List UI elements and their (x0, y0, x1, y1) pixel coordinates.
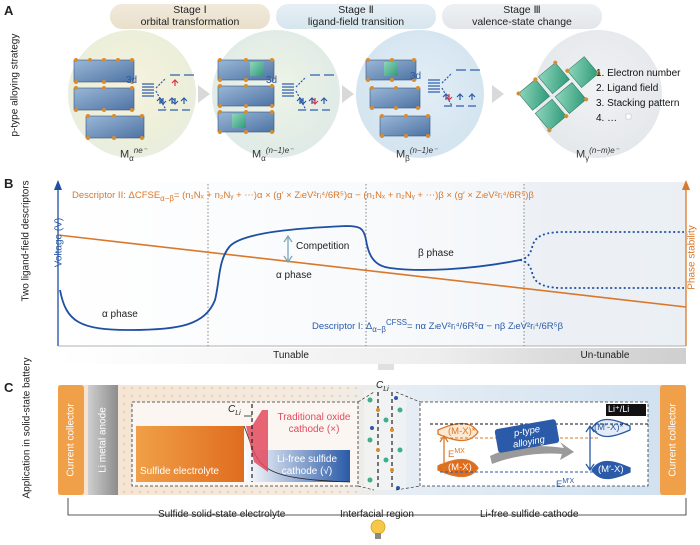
li-anode (88, 385, 118, 495)
mpx-peak (591, 460, 631, 480)
voltage-curve (59, 225, 521, 331)
current-collector-left: Current collector (58, 385, 84, 495)
emx-arrow-icon (439, 434, 449, 472)
li-anode-label: Li metal anode (97, 407, 109, 473)
li-free-inner-label: Li-free sulfide cathode (√) (276, 454, 338, 477)
factor-item: 1. Electron number (596, 68, 681, 79)
cli-top-label: CLi (376, 380, 389, 393)
orbital-3-icon (428, 69, 480, 107)
stability-axis-arrow-icon (682, 180, 690, 190)
arrow-right-icon (198, 85, 210, 103)
traditional-oxide-label: Traditional oxide cathode (×) (277, 412, 351, 435)
voltage-branch-dotted (519, 259, 684, 289)
orbital-1-label: 3d (126, 75, 138, 86)
state-1-label: Mαne⁻ (120, 146, 147, 163)
crystal-2-icon (217, 58, 275, 134)
stage-2-subtitle: ligand-field transition (307, 15, 405, 28)
voltage-axis-arrow-icon (54, 180, 62, 190)
panel-b-chart (54, 180, 690, 370)
descriptor-2-formula: Descriptor II: ΔCFSEα−β= (n₁Nₓ + n₂Nᵧ + … (72, 190, 534, 203)
stage-1-pill: Stage Ⅰ orbital transformation (110, 4, 270, 29)
alloying-arrow-icon (490, 442, 574, 464)
state-2-label: Mα(n−1)e⁻ (252, 146, 294, 163)
mpx-label: (M′-X) (598, 464, 624, 475)
mx-label: (M-X) (448, 462, 472, 473)
alpha-phase-label-1: α phase (102, 309, 138, 320)
emx2-label: EM′X (556, 478, 575, 491)
alpha-phase-label-2: α phase (276, 270, 312, 281)
beta-phase-label: β phase (418, 248, 454, 259)
tunable-band: Tunable (273, 350, 309, 361)
li-ref-label: Li⁺/Li (608, 404, 630, 414)
stage-1-title: Stage Ⅰ (173, 4, 207, 16)
spin-arrows-3-icon (442, 93, 476, 101)
arrow-right-icon (492, 85, 504, 103)
panel-b-letter: B (4, 176, 14, 191)
oxide-band (246, 410, 268, 472)
mx-star-label: (M-X)* (448, 426, 476, 437)
panel-a-crystals (73, 56, 632, 140)
bottom-label-cathode: Li-free sulfide cathode (480, 509, 579, 520)
descriptor-1-formula: Descriptor I: Δα−βCFSS= nα ZₗeV²rᵢ⁴/6R⁵α… (312, 318, 564, 335)
phase-stability-line (57, 234, 687, 308)
arrow-right-icon (342, 85, 354, 103)
li-ref-box (606, 404, 646, 416)
emx2-arrow-icon (585, 424, 595, 472)
state-4-circle (534, 30, 662, 158)
panel-a-letter: A (4, 3, 14, 18)
stage-3-subtitle: valence-state change (472, 15, 572, 28)
factor-item: 3. Stacking pattern (596, 98, 680, 109)
spin-arrows-1-icon (156, 79, 188, 105)
mpx-star-label: (M′-X)* (594, 422, 624, 433)
bottom-label-electrolyte: Sulfide solid-state electrolyte (158, 509, 286, 520)
sulfide-electrolyte-inner-label: Sulfide electrolyte (140, 466, 219, 477)
bottom-label-interface: Interfacial region (340, 509, 414, 520)
voltage-branch-dotted (519, 231, 684, 261)
crystal-3-icon (365, 58, 431, 138)
factor-list: 1. Electron number 2. Ligand field 3. St… (596, 66, 681, 126)
bottom-bracket (67, 498, 687, 516)
stage-3-pill: Stage Ⅲ valence-state change (442, 4, 602, 29)
orbital-2-label: 3d (266, 75, 278, 86)
stage-2-pill: Stage Ⅱ ligand-field transition (276, 4, 436, 29)
alloying-banner (494, 419, 560, 453)
factor-item: 4. … (596, 113, 618, 124)
lightbulb-icon (370, 519, 386, 539)
competition-label: Competition (296, 241, 350, 252)
crystal-1-icon (73, 58, 145, 140)
current-collector-right: Current collector (660, 385, 686, 495)
placeholder-square-icon (625, 113, 632, 120)
state-4-label: Mγ(n−m)e⁻ (576, 146, 619, 163)
emx-label: EMX (448, 448, 465, 461)
spin-arrows-2-icon (296, 97, 328, 105)
orbital-3-label: 3d (410, 71, 422, 82)
competition-arrow-icon (283, 234, 293, 264)
untunable-band: Un-tunable (580, 350, 630, 361)
arrow-down-icon (378, 364, 394, 370)
stage-3-title: Stage Ⅲ (503, 4, 541, 16)
li-free-block (244, 450, 350, 482)
factor-item: 2. Ligand field (596, 83, 659, 94)
stage-2-title: Stage Ⅱ (338, 4, 374, 16)
sulfide-electrolyte-block (136, 426, 244, 482)
stage-1-subtitle: orbital transformation (140, 15, 240, 28)
orbital-1-icon (142, 74, 194, 111)
state-3-label: Mβ(n−1)e⁻ (396, 146, 438, 163)
panel-c-letter: C (4, 380, 14, 395)
crystal-4-icon (516, 56, 601, 133)
cli-inset-label: CLi (228, 404, 241, 417)
orbital-2-icon (282, 74, 334, 111)
interface-column (364, 390, 406, 490)
